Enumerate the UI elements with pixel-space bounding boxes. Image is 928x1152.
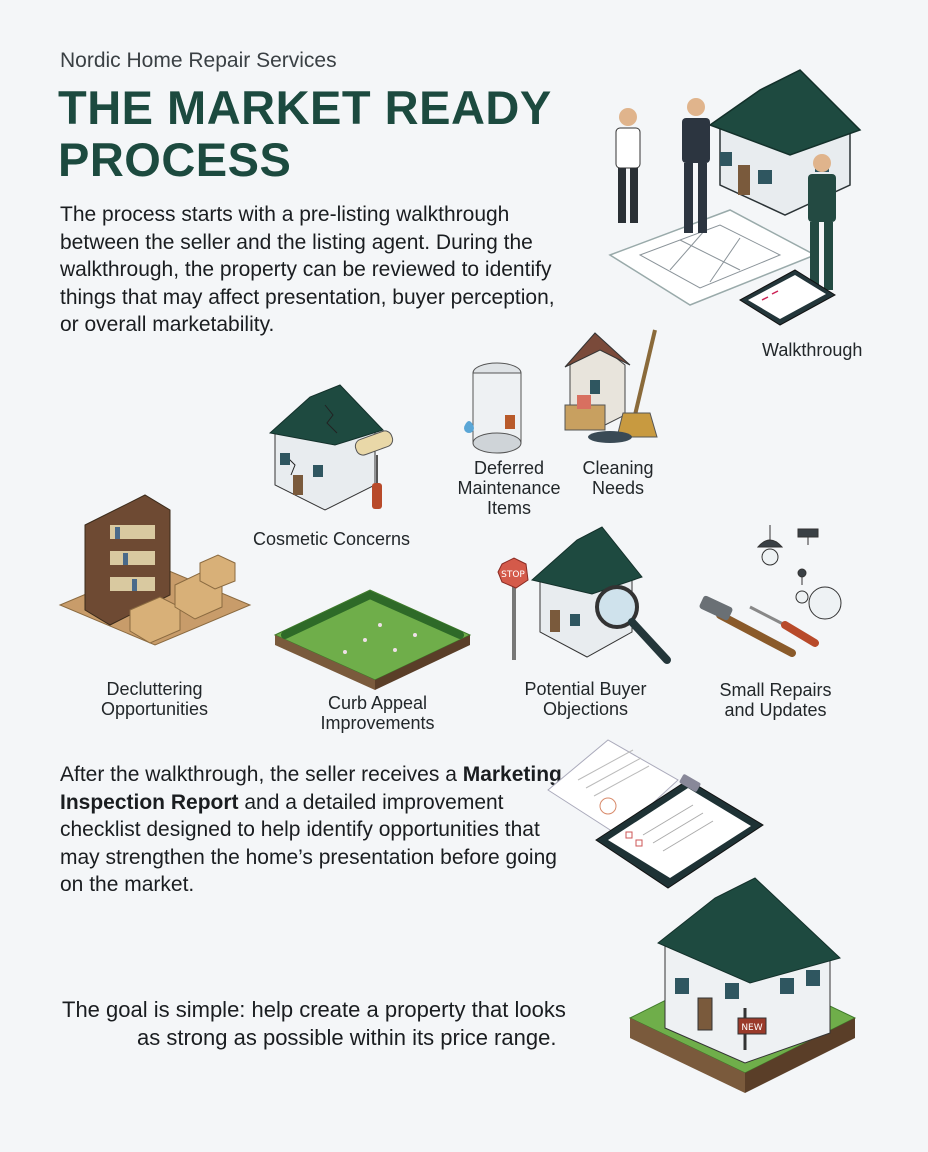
page-title: THE MARKET READY PROCESS xyxy=(58,82,552,186)
objections-illustration: STOP xyxy=(497,526,671,664)
repairs-label: Small Repairs and Updates xyxy=(719,680,832,720)
walkthrough-illustration xyxy=(608,69,862,326)
report-illustration xyxy=(547,739,764,889)
decluttering-illustration xyxy=(58,494,252,646)
curb-appeal-illustration xyxy=(273,589,472,690)
decluttering-label: Decluttering Opportunities xyxy=(100,679,209,719)
walkthrough-label: Walkthrough xyxy=(762,340,863,360)
deferred-label: Deferred Maintenance Items xyxy=(457,458,561,518)
intro-paragraph: The process starts with a pre-listing wa… xyxy=(60,203,555,336)
curb-appeal-label: Curb Appeal Improvements xyxy=(320,693,435,733)
title-line-2: PROCESS xyxy=(58,133,292,186)
cleaning-illustration xyxy=(564,329,658,443)
market-ready-house-illustration: NEW xyxy=(628,877,857,1093)
repairs-illustration xyxy=(699,525,842,657)
cosmetic-illustration xyxy=(268,384,394,511)
stop-sign-text: STOP xyxy=(501,570,525,580)
for-sale-sign-text: NEW xyxy=(741,1023,762,1033)
cosmetic-label: Cosmetic Concerns xyxy=(253,529,411,549)
company-name: Nordic Home Repair Services xyxy=(60,49,337,72)
water-heater-illustration xyxy=(464,362,522,454)
goal-line-2: as strong as possible within its price r… xyxy=(137,1025,557,1050)
report-paragraph: After the walkthrough, the seller receiv… xyxy=(60,763,562,896)
report-name: Marketing Inspection Report xyxy=(60,763,562,814)
objections-label: Potential Buyer Objections xyxy=(524,679,647,719)
goal-line-1: The goal is simple: help create a proper… xyxy=(62,997,566,1022)
title-line-1: THE MARKET READY xyxy=(58,81,552,134)
cleaning-label: Cleaning Needs xyxy=(582,458,654,498)
